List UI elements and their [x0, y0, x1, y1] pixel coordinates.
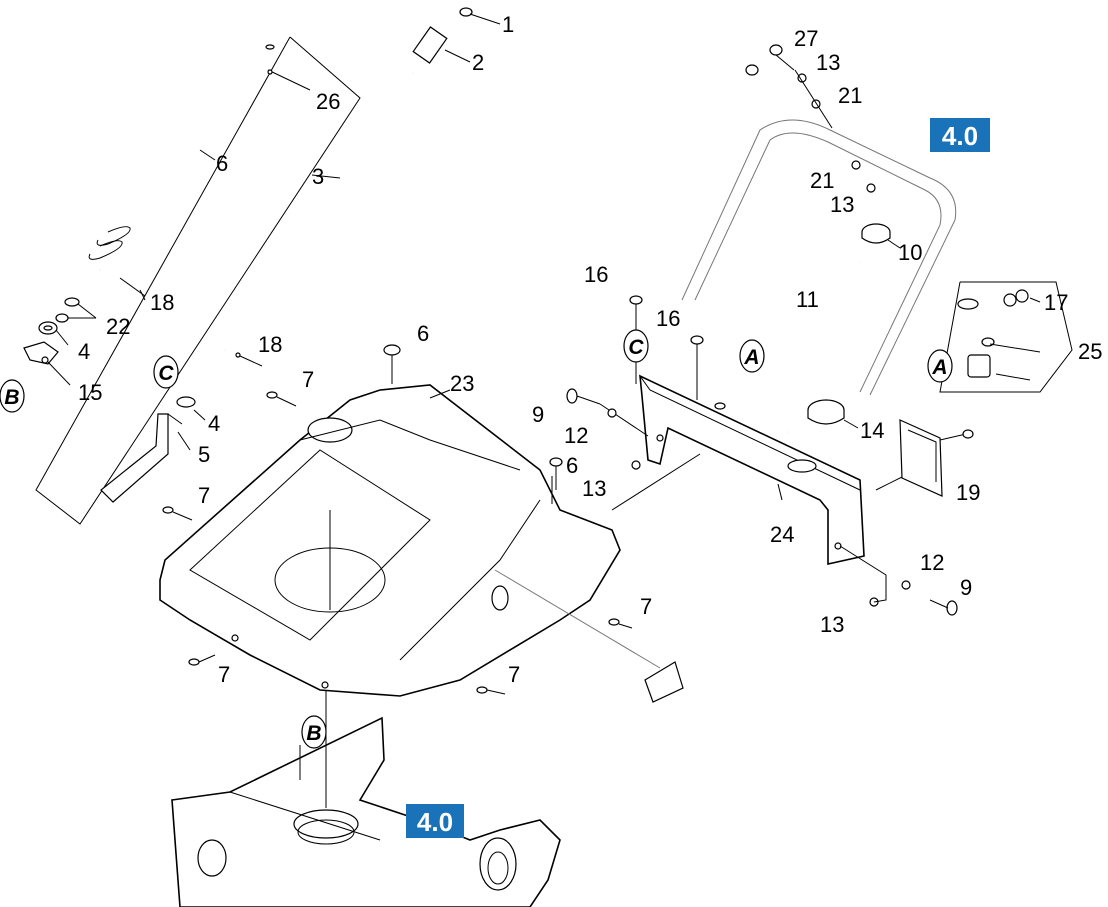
callout-7: 7 [302, 367, 314, 392]
callout-14: 14 [860, 418, 884, 443]
ref-label: A [931, 356, 947, 379]
callout-13: 13 [582, 476, 606, 501]
ref-oval-a-kit: A [927, 349, 953, 383]
upper-handle-frame [681, 44, 957, 433]
badge-label: 4.0 [942, 121, 978, 151]
callout-4: 4 [208, 411, 220, 436]
panel-24 [549, 295, 958, 616]
callout-21: 21 [838, 83, 862, 108]
callout-22: 22 [106, 314, 130, 339]
ref-label: A [743, 346, 759, 369]
callout-6: 6 [566, 453, 578, 478]
badge-label: 4.0 [417, 807, 453, 837]
callout-12: 12 [564, 423, 588, 448]
ref-oval-a-panel: A [739, 339, 765, 373]
callout-7: 7 [198, 483, 210, 508]
callout-labels: 1 2 3 6 26 18 22 4 15 18 7 4 5 7 6 23 7 … [78, 12, 1102, 687]
callout-2: 2 [472, 50, 484, 75]
callout-3: 3 [312, 164, 324, 189]
callout-16: 16 [584, 262, 608, 287]
ref-label: B [4, 386, 19, 409]
ref-oval-b-bottom: B [301, 715, 327, 749]
callout-11: 11 [796, 287, 819, 312]
ref-oval-c-left: C [153, 355, 179, 389]
callout-16: 16 [656, 306, 680, 331]
callout-23: 23 [450, 371, 474, 396]
callout-6: 6 [216, 151, 228, 176]
callout-13: 13 [820, 612, 844, 637]
callout-27: 27 [794, 26, 818, 51]
ref-oval-b-left: B [0, 379, 25, 413]
callout-13: 13 [816, 50, 840, 75]
callout-25: 25 [1078, 339, 1102, 364]
callout-19: 19 [956, 480, 980, 505]
callout-5: 5 [198, 442, 210, 467]
section-badge-bottom: 4.0 [406, 804, 464, 838]
ref-label: C [158, 362, 174, 385]
callout-7: 7 [218, 662, 230, 687]
left-handle-assembly [23, 36, 361, 525]
callout-17: 17 [1044, 290, 1068, 315]
section-badge-top: 4.0 [930, 118, 990, 152]
callout-21: 21 [810, 168, 834, 193]
ref-oval-c-right: C [623, 329, 649, 363]
callout-6: 6 [417, 321, 429, 346]
callout-1: 1 [502, 12, 514, 37]
callout-18: 18 [258, 332, 282, 357]
callout-24: 24 [770, 522, 794, 547]
bottom-frame [171, 690, 561, 907]
callout-9: 9 [960, 575, 972, 600]
top-cover-23 [159, 344, 684, 703]
callout-10: 10 [898, 240, 922, 265]
callout-4: 4 [78, 339, 90, 364]
callout-7: 7 [640, 594, 652, 619]
callout-7: 7 [508, 662, 520, 687]
callout-9: 9 [532, 402, 544, 427]
callout-26: 26 [316, 89, 340, 114]
screw-7-set [162, 391, 633, 695]
callout-13: 13 [830, 192, 854, 217]
callout-18: 18 [150, 290, 174, 315]
callout-12: 12 [920, 550, 944, 575]
ref-label: C [628, 336, 644, 359]
handle-rod-3 [223, 7, 501, 367]
ref-label: B [306, 722, 321, 745]
callout-15: 15 [78, 380, 102, 405]
